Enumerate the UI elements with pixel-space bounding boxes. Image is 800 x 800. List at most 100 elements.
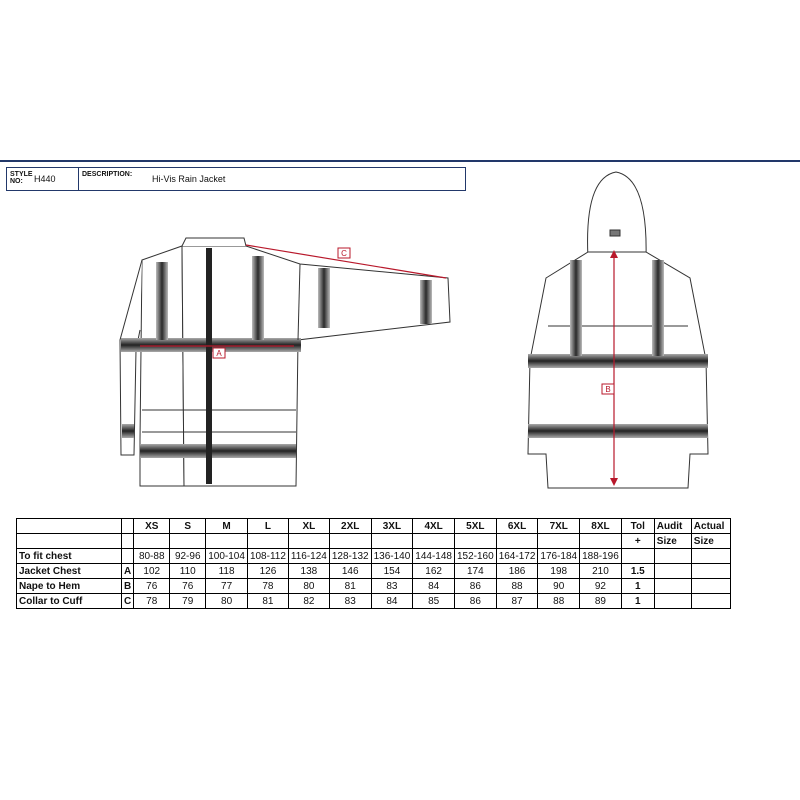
size-subheader	[370, 533, 414, 549]
row-label: To fit chest	[16, 548, 122, 564]
tol-cell: 1	[620, 578, 655, 594]
marker-c: C	[341, 249, 347, 258]
table-cell: 89	[579, 593, 622, 609]
table-cell: 198	[537, 563, 581, 579]
size-header-4xl: 4XL	[412, 518, 455, 534]
right-brace-tape	[252, 256, 264, 340]
left-cuff-tape	[122, 424, 134, 438]
table-cell: 79	[169, 593, 207, 609]
table-cell: 77	[205, 578, 248, 594]
table-cell: 84	[370, 593, 414, 609]
size-header-8xl: 8XL	[579, 518, 622, 534]
actual-header: Actual	[690, 518, 731, 534]
size-subheader	[287, 533, 330, 549]
table-cell: 82	[287, 593, 330, 609]
front-measurements: A C	[140, 244, 447, 359]
table-cell: 86	[453, 593, 497, 609]
table-cell: 85	[412, 593, 455, 609]
hem-tape-back	[528, 424, 708, 438]
back-body	[527, 251, 709, 489]
size-header-7xl: 7XL	[537, 518, 581, 534]
tol-cell	[620, 548, 655, 564]
description-label: DESCRIPTION:	[82, 171, 133, 178]
table-cell: 108-112	[246, 548, 289, 564]
row-label: Collar to Cuff	[16, 593, 122, 609]
actual-cell	[690, 593, 731, 609]
size-subheader	[453, 533, 497, 549]
table-cell: 83	[328, 593, 372, 609]
size-subheader	[328, 533, 372, 549]
measure-line-c	[245, 244, 447, 279]
table-cell: 78	[246, 578, 289, 594]
marker-c-box	[337, 247, 351, 259]
table-cell: 86	[453, 578, 497, 594]
description-value: Hi-Vis Rain Jacket	[152, 174, 226, 184]
row-label: Jacket Chest	[16, 563, 122, 579]
chest-tape-back	[528, 354, 708, 368]
audit-cell	[653, 578, 692, 594]
table-cell: 144-148	[412, 548, 455, 564]
table-cell: 102	[133, 563, 171, 579]
table-cell: 88	[495, 578, 539, 594]
size-header-3xl: 3XL	[370, 518, 414, 534]
table-cell: 162	[412, 563, 455, 579]
table-cell: 76	[169, 578, 207, 594]
table-cell: 80-88	[133, 548, 171, 564]
table-cell: 78	[133, 593, 171, 609]
audit-subheader: Size	[653, 533, 692, 549]
hem-tape-front	[140, 444, 296, 458]
left-brace-tape	[156, 262, 168, 340]
code-cell	[120, 518, 135, 534]
actual-cell	[690, 548, 731, 564]
row-code	[120, 548, 135, 564]
arrow-b-bottom	[610, 478, 618, 486]
sleeve-upper-tape	[318, 268, 330, 328]
size-header-5xl: 5XL	[453, 518, 497, 534]
table-cell: 87	[495, 593, 539, 609]
table-cell: 186	[495, 563, 539, 579]
sleeve-cuff-tape	[420, 280, 432, 324]
front-armhole	[297, 263, 301, 341]
style-label: STYLE NO:	[10, 171, 33, 185]
actual-cell	[690, 578, 731, 594]
front-collar	[181, 237, 247, 247]
description-cell: DESCRIPTION: Hi-Vis Rain Jacket	[79, 168, 465, 190]
tol-header: Tol	[620, 518, 655, 534]
front-left-body	[139, 245, 185, 487]
table-cell: 118	[205, 563, 248, 579]
size-subheader	[495, 533, 539, 549]
actual-subheader: Size	[690, 533, 731, 549]
table-cell: 84	[412, 578, 455, 594]
style-number: H440	[34, 174, 56, 184]
back-measurements: B	[601, 250, 618, 486]
front-view	[119, 237, 451, 487]
row-code: C	[120, 593, 135, 609]
marker-a: A	[216, 349, 222, 358]
row-code: A	[120, 563, 135, 579]
table-cell: 88	[537, 593, 581, 609]
table-cell: 210	[579, 563, 622, 579]
style-cell: STYLE NO: H440	[7, 168, 79, 190]
table-cell: 174	[453, 563, 497, 579]
size-subheader	[169, 533, 207, 549]
size-header-xl: XL	[287, 518, 330, 534]
table-cell: 146	[328, 563, 372, 579]
size-header-6xl: 6XL	[495, 518, 539, 534]
audit-cell	[653, 548, 692, 564]
table-cell: 92-96	[169, 548, 207, 564]
table-cell: 110	[169, 563, 207, 579]
arrow-b-top	[610, 250, 618, 258]
marker-b: B	[605, 385, 610, 394]
back-view	[527, 171, 709, 489]
corner-cell	[16, 518, 122, 534]
table-cell: 136-140	[370, 548, 414, 564]
table-cell: 138	[287, 563, 330, 579]
tol-subheader: +	[620, 533, 655, 549]
table-cell: 80	[205, 593, 248, 609]
table-cell: 81	[328, 578, 372, 594]
